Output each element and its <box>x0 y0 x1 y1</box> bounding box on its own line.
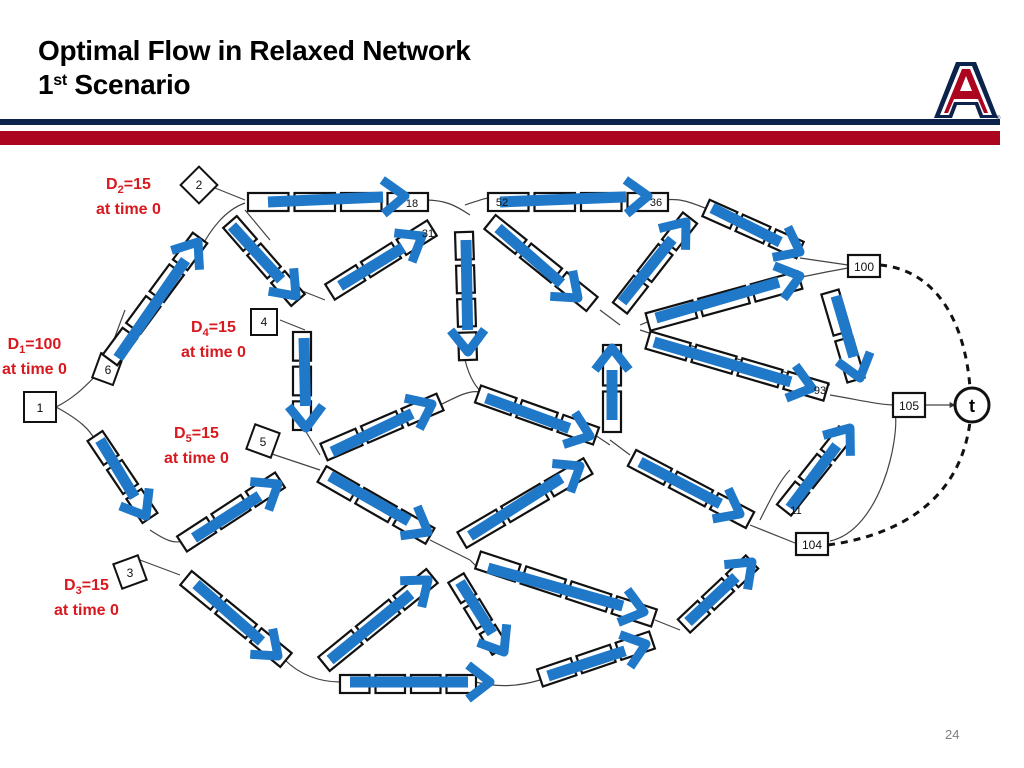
node-1 <box>23 391 57 423</box>
svg-text:5: 5 <box>260 435 267 449</box>
flow-arrows <box>95 176 875 703</box>
flow-arrow-head <box>249 627 283 661</box>
flow-arrow-shaft <box>484 392 572 434</box>
flow-arrow-head <box>618 630 651 670</box>
title-line-2: 1st Scenario <box>38 69 191 100</box>
flow-arrow-head <box>118 487 154 521</box>
flow-arrow-head <box>403 393 437 431</box>
sink-node-t <box>953 386 991 424</box>
svg-text:2: 2 <box>196 178 203 192</box>
flow-arrow-head <box>772 261 805 302</box>
node-100 <box>846 253 882 279</box>
flow-arrow-shaft <box>113 256 191 362</box>
flow-arrow-head <box>379 176 410 218</box>
flow-arrow-shaft <box>637 457 724 509</box>
flow-arrow-head <box>834 350 875 383</box>
registered-mark: ® <box>996 115 1001 120</box>
flow-arrow-head <box>285 402 327 433</box>
flow-arrow-shaft <box>227 222 286 284</box>
flow-arrow-shaft <box>326 589 415 665</box>
flow-arrow-shaft <box>460 239 474 331</box>
flow-arrow-shaft <box>494 223 566 288</box>
flow-arrow-shaft <box>298 337 312 407</box>
flow-arrow-head <box>465 661 495 703</box>
node-3 <box>112 554 148 590</box>
flow-arrow-shaft <box>337 242 407 291</box>
demand-diamonds <box>90 165 281 590</box>
svg-text:36: 36 <box>650 197 662 209</box>
flow-arrow-head <box>616 586 649 627</box>
flow-arrow-shaft <box>486 562 625 612</box>
svg-text:11: 11 <box>790 505 801 517</box>
flow-arrow-shaft <box>617 235 677 306</box>
demand-label-d2: D2=15 at time 0 <box>96 176 161 219</box>
flow-arrow-head <box>393 228 427 264</box>
flow-arrow-head <box>170 237 204 271</box>
flow-arrow-shaft <box>654 276 781 324</box>
flow-arrow-head <box>249 477 283 512</box>
svg-text:100: 100 <box>854 260 874 274</box>
page-number: 24 <box>945 727 960 742</box>
svg-text:6: 6 <box>105 363 112 377</box>
flow-arrow-head <box>267 267 301 301</box>
flow-arrow-head <box>447 327 489 357</box>
flow-arrow-head <box>822 423 855 456</box>
demand-label-d4: D4=15 at time 0 <box>181 319 246 362</box>
flow-arrow-head <box>723 557 757 591</box>
demand-label-d1: D1=100 at time 0 <box>2 336 67 379</box>
svg-text:31: 31 <box>422 228 434 240</box>
flow-arrow-shaft <box>329 408 415 457</box>
flow-arrow-shaft <box>652 336 793 388</box>
flow-arrow-head <box>622 176 653 218</box>
node-4 <box>250 308 278 336</box>
svg-text:104: 104 <box>802 538 822 552</box>
node-2 <box>179 165 219 205</box>
network-diagram: 1 t 2 4 5 3 6 100 104 105 18 31 52 36 93… <box>23 165 991 703</box>
svg-text:18: 18 <box>406 198 418 210</box>
node-104 <box>794 531 830 557</box>
flow-arrow-head <box>771 225 805 262</box>
svg-text:3: 3 <box>127 566 134 580</box>
flow-arrow-shaft <box>95 437 140 501</box>
title-line-1: Optimal Flow in Relaxed Network <box>38 35 471 66</box>
flow-arrow-shaft <box>455 579 497 637</box>
flow-arrow-head <box>551 458 585 494</box>
demand-label-d3: D3=15 at time 0 <box>54 577 119 620</box>
svg-text:1: 1 <box>37 401 44 415</box>
university-a-logo: ® <box>934 62 1001 120</box>
flow-arrow-head <box>549 269 583 303</box>
svg-text:4: 4 <box>261 315 268 329</box>
slide-title: Optimal Flow in Relaxed Network 1st Scen… <box>38 34 471 102</box>
flow-arrow-shaft <box>546 645 627 682</box>
flow-arrow-head <box>591 343 633 373</box>
header-bar-navy <box>0 119 1000 125</box>
flow-arrow-head <box>562 410 595 449</box>
svg-text:52: 52 <box>496 197 508 209</box>
flow-arrow-shaft <box>709 203 783 248</box>
flow-arrow-head <box>399 504 433 541</box>
flow-arrow-head <box>784 362 817 403</box>
flow-arrow-shaft <box>192 579 266 646</box>
demand-label-d5: D5=15 at time 0 <box>164 425 229 468</box>
flow-arrow-shaft <box>830 294 860 359</box>
flow-arrow-head <box>400 575 433 609</box>
flow-arrow-shaft <box>191 491 263 543</box>
flow-arrow-head <box>476 623 512 657</box>
flow-arrow-shaft <box>684 573 740 627</box>
flow-arrow-shaft <box>467 473 565 541</box>
flow-arrow-shaft <box>499 191 627 208</box>
svg-text:93: 93 <box>814 385 826 397</box>
flow-arrow-shaft <box>785 442 842 512</box>
svg-text:105: 105 <box>899 399 919 413</box>
flow-arrow-shaft <box>267 191 384 208</box>
flow-arrow-head <box>711 486 745 524</box>
dashed-sink-edges <box>827 263 972 547</box>
header-bar-red <box>0 131 1000 145</box>
flow-arrow-shaft <box>327 471 412 526</box>
flow-arrow-head <box>657 217 691 250</box>
node-105 <box>891 391 927 419</box>
node-5 <box>245 423 281 459</box>
svg-text:t: t <box>969 396 975 416</box>
